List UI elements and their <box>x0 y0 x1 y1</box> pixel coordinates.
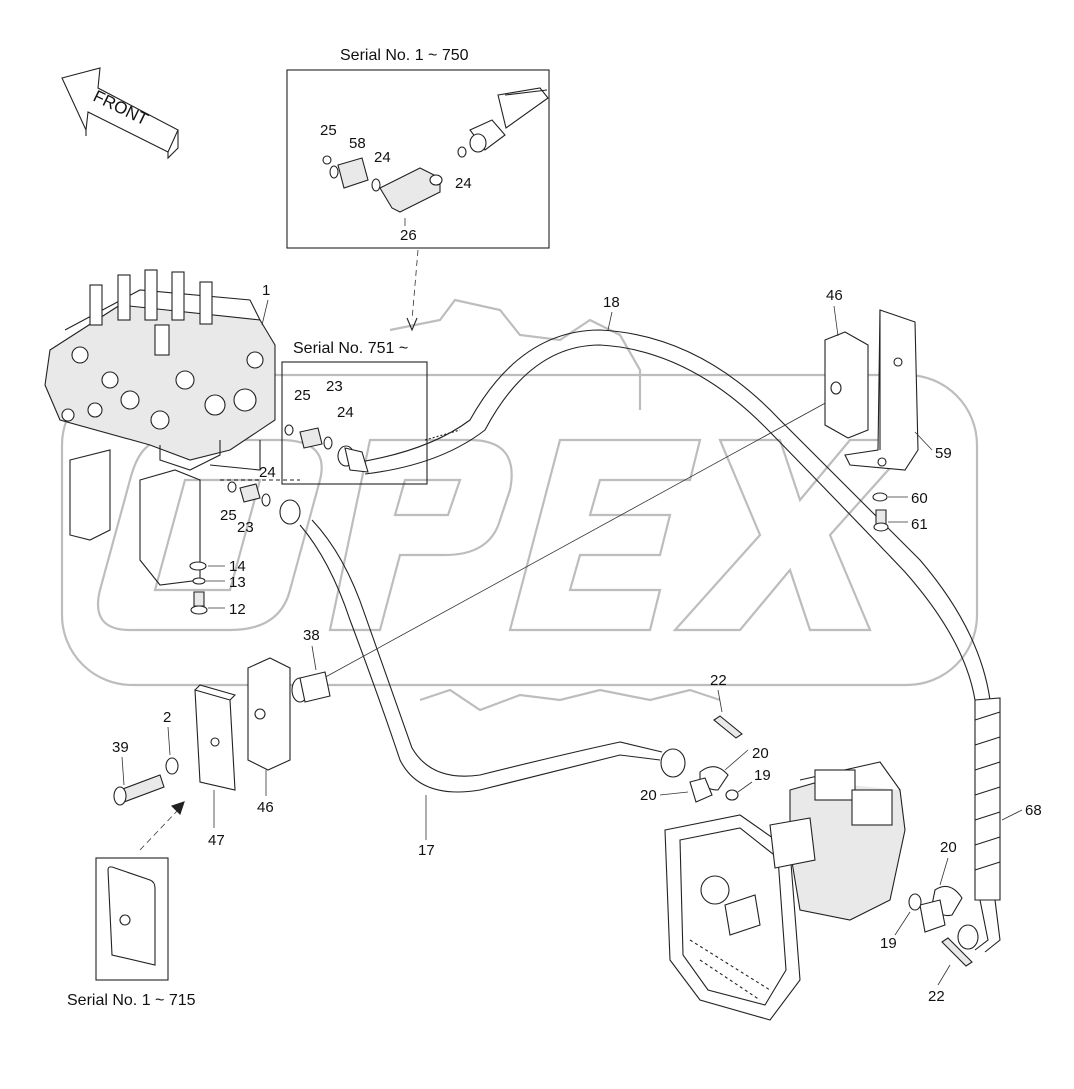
inset-frame-bottom <box>95 857 169 981</box>
inset-serial-1-715: Serial No. 1 ~ 715 <box>67 857 196 1009</box>
callout-24-top-right: 24 <box>455 175 472 192</box>
callout-1: 1 <box>262 282 270 299</box>
callout-25-top: 25 <box>320 122 337 139</box>
callout-20-upper: 20 <box>752 745 769 762</box>
callout-46-lower: 46 <box>257 799 274 816</box>
callout-60: 60 <box>911 490 928 507</box>
plate-47 <box>194 684 237 791</box>
hydraulic-pump <box>664 761 906 1021</box>
callout-46-upper: 46 <box>826 287 843 304</box>
callout-25-middle: 25 <box>294 387 311 404</box>
callout-22-lower: 22 <box>928 988 945 1005</box>
callout-24-top-left: 24 <box>374 149 391 166</box>
inset-caption-bottom: Serial No. 1 ~ 715 <box>67 992 196 1009</box>
callout-12: 12 <box>229 601 246 618</box>
inset-serial-751: Serial No. 751 ~ 25 23 24 <box>281 340 428 485</box>
callout-19-lower: 19 <box>880 935 897 952</box>
callout-17: 17 <box>418 842 435 859</box>
callout-24-lower: 24 <box>259 464 276 481</box>
callout-59: 59 <box>935 445 952 462</box>
bracket-59 <box>844 309 919 471</box>
clamp-block-46-left <box>247 657 331 771</box>
callout-18: 18 <box>603 294 620 311</box>
callout-2: 2 <box>163 709 171 726</box>
callout-23-lower: 23 <box>237 519 254 536</box>
valve-mounting-bracket <box>69 440 300 586</box>
callout-20-right: 20 <box>940 839 957 856</box>
callout-22-upper: 22 <box>710 672 727 689</box>
hose-guard-68 <box>957 697 1001 953</box>
callout-38: 38 <box>303 627 320 644</box>
inset-frame-middle <box>281 361 428 485</box>
control-valve <box>44 269 276 471</box>
callout-39: 39 <box>112 739 129 756</box>
callout-13: 13 <box>229 574 246 591</box>
hose-18 <box>344 329 991 701</box>
callout-47: 47 <box>208 832 225 849</box>
callout-68: 68 <box>1025 802 1042 819</box>
callout-25-lower: 25 <box>220 507 237 524</box>
callout-20-left: 20 <box>640 787 657 804</box>
inset-serial-1-750: Serial No. 1 ~ 750 25 58 24 24 26 <box>286 47 550 249</box>
callout-24-middle: 24 <box>337 404 354 421</box>
clamp-block-46-upper <box>824 331 869 439</box>
inset-caption-top: Serial No. 1 ~ 750 <box>340 47 469 64</box>
inset-frame-top <box>286 69 550 249</box>
callout-61: 61 <box>911 516 928 533</box>
callout-23-middle: 23 <box>326 378 343 395</box>
hose-17 <box>279 499 686 793</box>
inset-caption-middle: Serial No. 751 ~ <box>293 340 408 357</box>
callout-14: 14 <box>229 558 246 575</box>
callout-26: 26 <box>400 227 417 244</box>
callout-19-upper: 19 <box>754 767 771 784</box>
callout-58: 58 <box>349 135 366 152</box>
front-direction-arrow: FRONT <box>61 67 179 160</box>
